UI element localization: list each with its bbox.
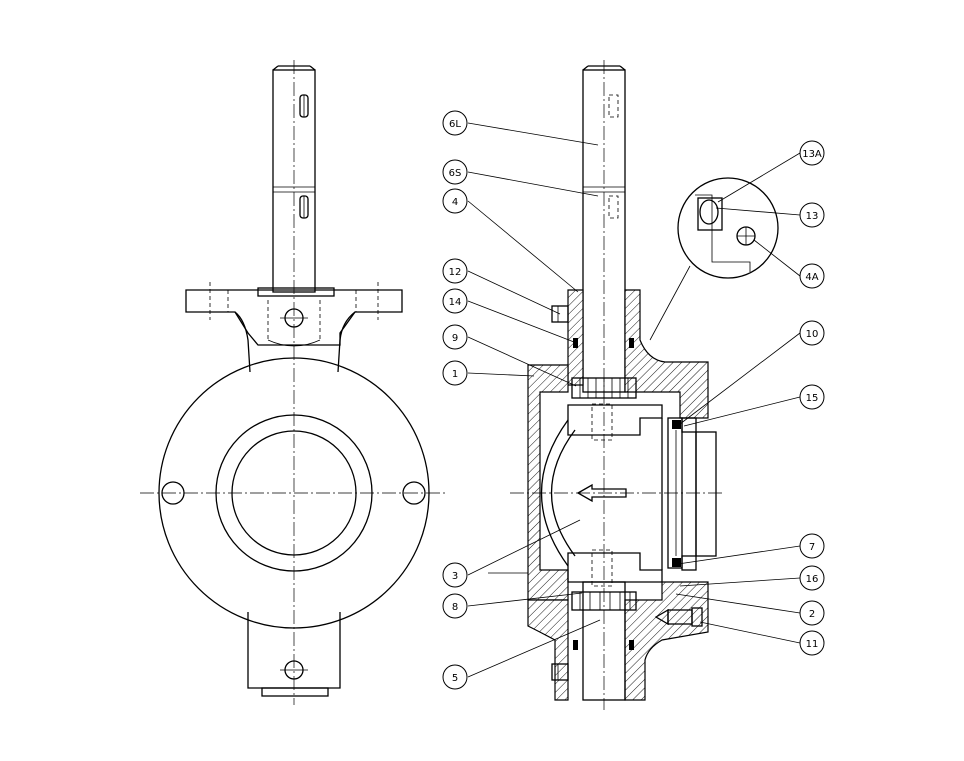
callout-label: 1 — [452, 369, 458, 380]
section-view-body-lower-right — [624, 581, 709, 701]
section-view-body-lower-left — [527, 599, 569, 701]
section-view-upper-neck — [551, 289, 709, 419]
callout-3: 3 — [442, 562, 468, 588]
section-view — [488, 60, 722, 710]
callout-label: 11 — [806, 639, 819, 650]
callout-leaders — [467, 122, 801, 678]
callout-label: 14 — [449, 297, 462, 308]
callout-label: 15 — [806, 393, 819, 404]
callout-12: 12 — [442, 258, 468, 284]
callout-8: 8 — [442, 593, 468, 619]
callout-label: 6S — [449, 168, 462, 179]
callout-9: 9 — [442, 324, 468, 350]
callout-label: 4A — [805, 272, 818, 283]
section-view-bolt-11 — [654, 607, 703, 627]
callout-5: 5 — [442, 664, 468, 690]
detail-view — [649, 177, 779, 341]
front-view — [140, 60, 448, 705]
callout-label: 5 — [452, 673, 458, 684]
callout-label: 7 — [809, 542, 815, 553]
section-view-disc — [541, 403, 663, 587]
callout-1: 1 — [442, 360, 468, 386]
callout-label: 16 — [806, 574, 819, 585]
callout-label: 13A — [802, 149, 822, 160]
callout-10: 10 — [799, 320, 825, 346]
callout-6s: 6S — [442, 159, 468, 185]
callout-6l: 6L — [442, 110, 468, 136]
callout-label: 6L — [449, 119, 461, 130]
callout-7: 7 — [799, 533, 825, 559]
callout-14: 14 — [442, 288, 468, 314]
callout-4a: 4A — [799, 263, 825, 289]
callout-label: 3 — [452, 571, 458, 582]
front-view-neck-left — [234, 311, 251, 373]
callout-label: 9 — [452, 333, 458, 344]
callout-label: 13 — [806, 211, 819, 222]
callout-2: 2 — [799, 600, 825, 626]
front-view-neck-right — [337, 311, 356, 373]
callout-4: 4 — [442, 188, 468, 214]
callout-label: 10 — [806, 329, 819, 340]
callout-label: 12 — [449, 267, 462, 278]
callout-label: 4 — [452, 197, 458, 208]
callout-15: 15 — [799, 384, 825, 410]
section-view-seat — [667, 417, 717, 571]
section-view-body-left — [527, 364, 569, 601]
callout-label: 2 — [809, 609, 815, 620]
callout-11: 11 — [799, 630, 825, 656]
callout-16: 16 — [799, 565, 825, 591]
callout-13a: 13A — [799, 140, 825, 166]
callout-13: 13 — [799, 202, 825, 228]
callout-label: 8 — [452, 602, 458, 613]
